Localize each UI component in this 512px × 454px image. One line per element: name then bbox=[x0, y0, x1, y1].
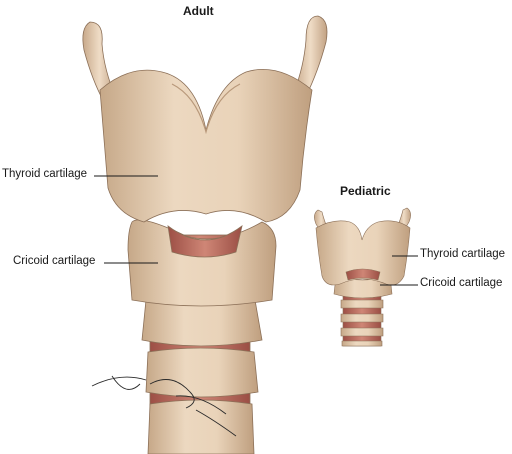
pediatric-trachea-ring-1 bbox=[340, 299, 384, 309]
adult-trachea-ring-2 bbox=[145, 347, 259, 398]
pediatric-larynx bbox=[314, 207, 411, 347]
adult-cricothyroid-membrane bbox=[167, 225, 243, 258]
pediatric-title: Pediatric bbox=[340, 184, 391, 198]
pediatric-trachea-ring-4 bbox=[341, 340, 383, 347]
adult-thyroid-cartilage bbox=[99, 69, 313, 223]
pediatric-trachea-ring-2 bbox=[340, 313, 384, 323]
pediatric-thyroid-cartilage bbox=[315, 220, 411, 286]
adult-cricoid-label: Cricoid cartilage bbox=[13, 255, 96, 267]
artist-signature bbox=[91, 375, 237, 437]
adult-trachea-ring-3 bbox=[147, 399, 255, 454]
pediatric-cricoid-label: Cricoid cartilage bbox=[420, 277, 503, 289]
adult-larynx bbox=[82, 15, 328, 454]
adult-title: Adult bbox=[183, 4, 214, 18]
pediatric-cricothyroid-membrane bbox=[345, 268, 381, 281]
pediatric-thyroid-label: Thyroid cartilage bbox=[420, 248, 506, 260]
pediatric-trachea-ring-3 bbox=[340, 327, 384, 337]
adult-thyroid-label: Thyroid cartilage bbox=[2, 168, 88, 180]
